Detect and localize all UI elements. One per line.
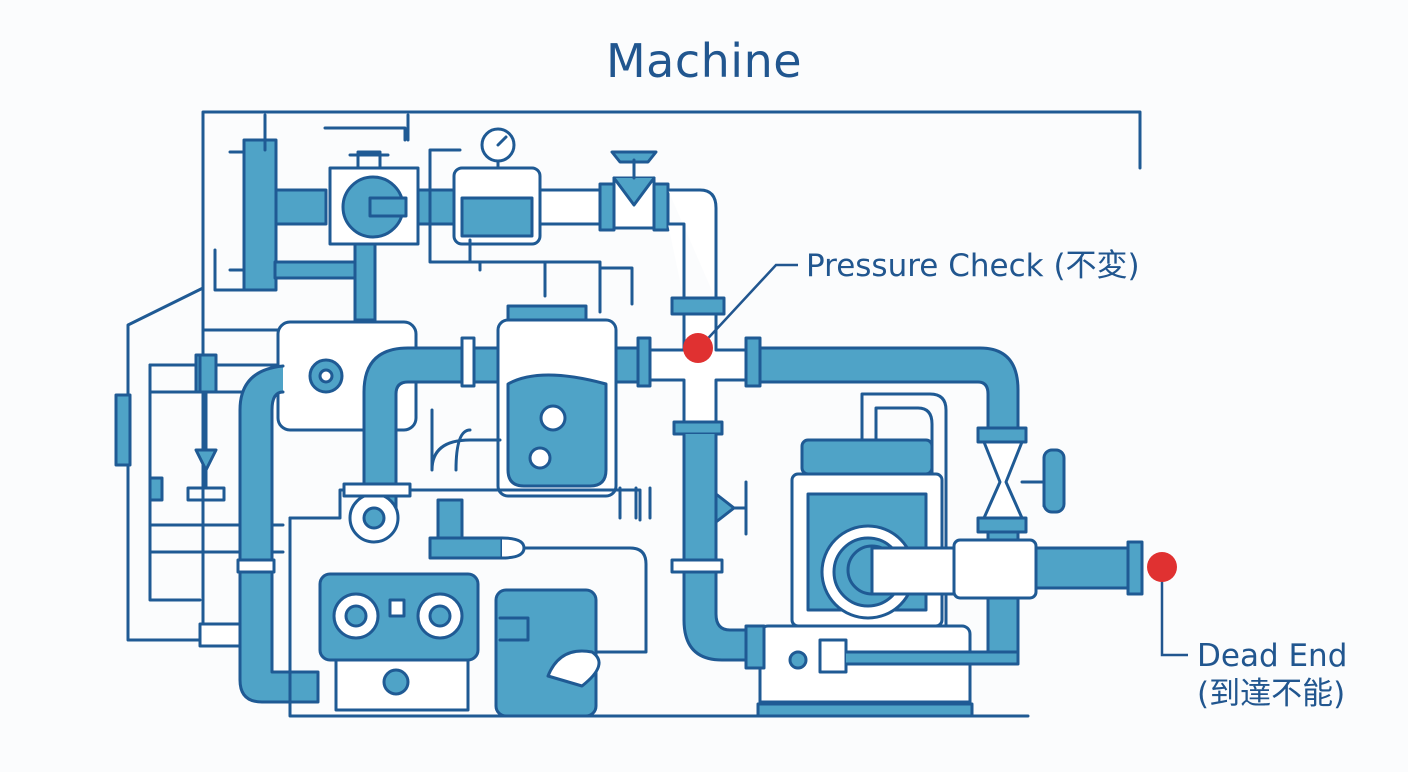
tee-junction xyxy=(648,312,750,426)
left-wall-panel xyxy=(126,286,205,642)
left-bracket xyxy=(114,393,132,467)
pressure-check-marker xyxy=(683,333,713,363)
gear-icon xyxy=(382,668,410,696)
dead-end-pipe xyxy=(1034,546,1134,590)
dead-end-leader xyxy=(1160,568,1188,657)
left-bracket-small xyxy=(148,476,164,502)
top-pipe-left xyxy=(274,188,328,226)
left-riser-pipe xyxy=(242,138,278,292)
gear-icon xyxy=(539,404,567,432)
down-pipe-centre xyxy=(682,432,754,662)
motor-block xyxy=(494,588,598,718)
main-pipe-right xyxy=(758,346,1020,432)
dead-end-label-line2: (到達不能) xyxy=(1197,676,1346,712)
pressure-check-leader xyxy=(699,263,798,348)
dead-end-label-line1: Dead End xyxy=(1197,638,1348,674)
left-loop-pipe xyxy=(238,364,320,704)
pressure-check-label: Pressure Check (不変) xyxy=(806,248,1140,284)
pump-cap xyxy=(800,438,934,476)
dead-end-label: Dead End (到達不能) xyxy=(1197,637,1347,713)
top-pipe-mid xyxy=(416,188,456,226)
dead-end-marker xyxy=(1147,552,1177,582)
gear-icon xyxy=(528,446,552,470)
diagram-title: Machine xyxy=(605,34,803,88)
right-valve xyxy=(982,440,1024,520)
right-coupling xyxy=(952,538,1038,600)
